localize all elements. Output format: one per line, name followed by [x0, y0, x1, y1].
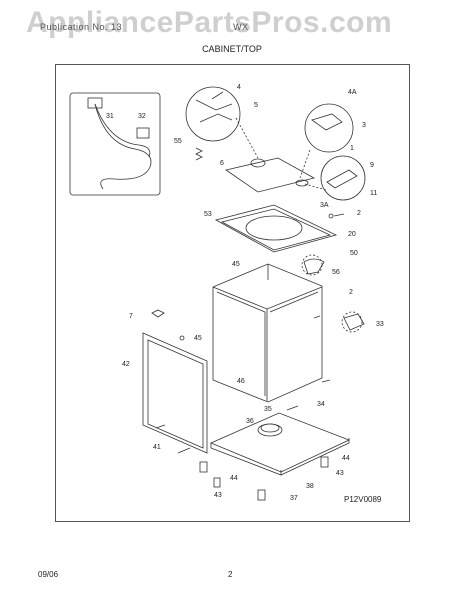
- power-cord-inset: [69, 92, 161, 196]
- callout-56: 56: [332, 269, 340, 276]
- model-text: WX: [233, 22, 249, 32]
- callout-2a: 2: [357, 210, 361, 217]
- console-detail-circle: [185, 86, 241, 142]
- screw: [179, 335, 185, 341]
- footer-date: 09/06: [38, 570, 59, 579]
- callout-42: 42: [122, 361, 130, 368]
- callout-1: 1: [350, 145, 354, 152]
- leveling-leg: [257, 489, 266, 501]
- callout-6: 6: [220, 160, 224, 167]
- lid-switch-circle: [304, 103, 354, 153]
- header: Publication No. 13 WX: [40, 22, 249, 32]
- power-cord: [94, 103, 152, 190]
- leveling-leg: [320, 456, 329, 468]
- callout-50: 50: [350, 250, 358, 257]
- front-panel: [142, 332, 208, 454]
- callout-4: 4: [237, 84, 241, 91]
- cord-plug: [87, 97, 103, 109]
- bracket: [343, 313, 365, 331]
- callout-3: 3: [362, 122, 366, 129]
- callout-44a: 44: [342, 455, 350, 462]
- callout-5: 5: [254, 102, 258, 109]
- callout-3a: 3A: [320, 202, 329, 209]
- callout-43a: 43: [336, 470, 344, 477]
- spring: [195, 147, 203, 161]
- clip: [151, 309, 165, 318]
- diagram-frame: [55, 64, 410, 522]
- callout-33: 33: [376, 321, 384, 328]
- callout-34: 34: [317, 401, 325, 408]
- callout-4a: 4A: [348, 89, 357, 96]
- diagram-code: P12V0089: [344, 495, 382, 504]
- page-number: 2: [228, 570, 233, 579]
- watermark: AppliancePartsPros.com: [26, 6, 393, 39]
- callout-41: 41: [153, 444, 161, 451]
- callout-35: 35: [264, 406, 272, 413]
- callout-20: 20: [348, 231, 356, 238]
- callout-37: 37: [290, 495, 298, 502]
- lid: [225, 157, 316, 193]
- section-title: CABINET/TOP: [202, 44, 262, 54]
- callout-32: 32: [138, 113, 146, 120]
- publication-text: Publication No. 13: [40, 22, 123, 32]
- leveling-leg: [199, 461, 208, 473]
- callout-43b: 43: [214, 492, 222, 499]
- wire-harness: [303, 258, 325, 275]
- callout-46: 46: [237, 378, 245, 385]
- callout-45a: 45: [232, 261, 240, 268]
- callout-45b: 45: [194, 335, 202, 342]
- cabinet: [212, 263, 323, 403]
- top-panel: [214, 204, 338, 253]
- callout-11: 11: [370, 190, 378, 197]
- callout-36: 36: [246, 418, 254, 425]
- callout-55: 55: [174, 138, 182, 145]
- terminal-block: [136, 127, 150, 139]
- callout-44b: 44: [230, 475, 238, 482]
- callout-2b: 2: [349, 289, 353, 296]
- callout-53: 53: [204, 211, 212, 218]
- callout-38: 38: [306, 483, 314, 490]
- callout-31: 31: [106, 113, 114, 120]
- harness-detail: [301, 254, 323, 276]
- hinge-circle: [320, 155, 366, 201]
- callout-9: 9: [370, 162, 374, 169]
- leveling-leg: [213, 477, 221, 488]
- callout-7: 7: [129, 313, 133, 320]
